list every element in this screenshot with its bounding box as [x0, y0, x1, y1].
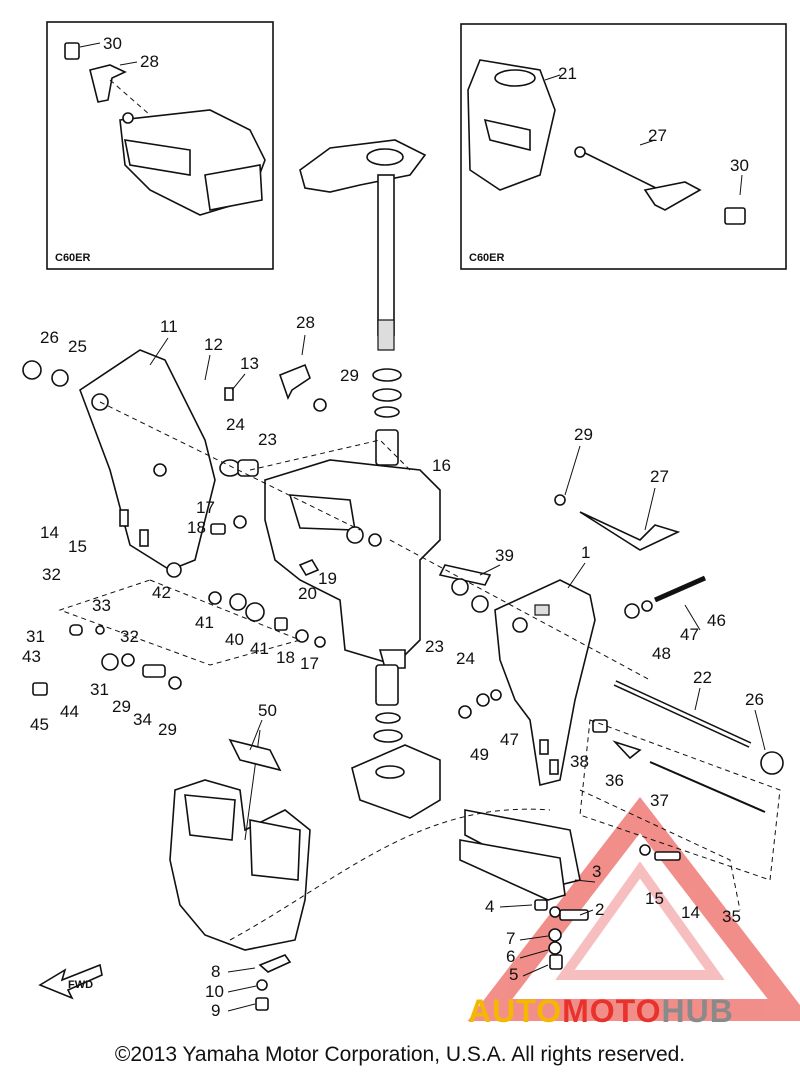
- callout-46: 46: [707, 611, 726, 630]
- clamp-bracket-left: [79, 349, 216, 571]
- fwd-arrow-icon: [38, 963, 103, 1000]
- callout-36: 36: [605, 771, 624, 790]
- callout-35: 35: [722, 907, 741, 926]
- callout-31b: 31: [90, 680, 109, 699]
- callout-26b: 26: [745, 690, 764, 709]
- callout-17b: 17: [300, 654, 319, 673]
- callout-5: 5: [509, 965, 518, 984]
- inset-tag-2: C60ER: [469, 252, 505, 264]
- callout-37: 37: [650, 791, 669, 810]
- callout-47b: 47: [500, 730, 519, 749]
- callout-11: 11: [160, 317, 178, 336]
- steering-shaft: [299, 139, 427, 498]
- callout-14b: 14: [681, 903, 700, 922]
- inset-right: [460, 23, 787, 270]
- callout-31: 31: [26, 627, 45, 646]
- watermark-brand: AUTOMOTOHUB: [468, 993, 734, 1030]
- leader-lines: [149, 334, 766, 1012]
- callout-49: 49: [470, 745, 489, 764]
- callout-24b: 24: [456, 649, 475, 668]
- callout-28: 28: [140, 52, 159, 71]
- callout-14: 14: [40, 523, 59, 542]
- callout-22: 22: [693, 668, 712, 687]
- callout-39: 39: [495, 546, 514, 565]
- callout-47: 47: [680, 625, 699, 644]
- callout-38: 38: [570, 752, 589, 771]
- callout-40: 40: [225, 630, 244, 649]
- fwd-label: FWD: [68, 979, 93, 991]
- callout-12: 12: [204, 335, 223, 354]
- callout-9: 9: [211, 1001, 220, 1020]
- callout-2: 2: [595, 900, 604, 919]
- clamp-bracket-right: [494, 579, 596, 786]
- brand-auto: AUTO: [468, 993, 563, 1029]
- lower-yoke: [351, 664, 441, 819]
- callout-10: 10: [205, 982, 224, 1001]
- inset-tag: C60ER: [55, 252, 91, 264]
- callout-27: 27: [648, 126, 667, 145]
- callout-20: 20: [298, 584, 317, 603]
- power-tilt-unit: [169, 729, 311, 951]
- copyright-notice: ©2013 Yamaha Motor Corporation, U.S.A. A…: [114, 1043, 686, 1066]
- brand-hub: HUB: [661, 993, 734, 1029]
- callout-43: 43: [22, 647, 41, 666]
- callout-28b: 28: [296, 313, 315, 332]
- callout-13: 13: [240, 354, 259, 373]
- swivel-bracket: [264, 459, 441, 669]
- callout-48: 48: [652, 644, 671, 663]
- callout-30: 30: [103, 34, 122, 53]
- callout-3: 3: [592, 862, 601, 881]
- callout-30b: 30: [730, 156, 749, 175]
- callout-33: 33: [92, 596, 111, 615]
- callout-29d: 29: [158, 720, 177, 739]
- callout-1: 1: [581, 543, 590, 562]
- small-parts: [32, 363, 766, 1011]
- callout-7: 7: [506, 929, 515, 948]
- callout-23b: 23: [425, 637, 444, 656]
- callout-29c: 29: [112, 697, 131, 716]
- callout-50: 50: [258, 701, 277, 720]
- callout-21: 21: [558, 64, 577, 83]
- callout-23: 23: [258, 430, 277, 449]
- callout-18: 18: [187, 518, 206, 537]
- inset-left: [46, 21, 274, 270]
- callout-29b: 29: [574, 425, 593, 444]
- callout-42: 42: [152, 583, 171, 602]
- callout-6: 6: [506, 947, 515, 966]
- callout-32b: 32: [120, 627, 139, 646]
- callout-15: 15: [68, 537, 87, 556]
- callout-41b: 41: [250, 639, 269, 658]
- callout-4: 4: [485, 897, 494, 916]
- callout-44: 44: [60, 702, 79, 721]
- callout-15b: 15: [645, 889, 664, 908]
- callout-24: 24: [226, 415, 245, 434]
- callout-45: 45: [30, 715, 49, 734]
- callout-34: 34: [133, 710, 152, 729]
- callout-27b: 27: [650, 467, 669, 486]
- callout-29: 29: [340, 366, 359, 385]
- callout-25: 25: [68, 337, 87, 356]
- callout-32: 32: [42, 565, 61, 584]
- callout-18b: 18: [276, 648, 295, 667]
- brand-moto: MOTO: [562, 993, 662, 1029]
- callout-16: 16: [432, 456, 451, 475]
- callout-17: 17: [196, 498, 215, 517]
- callout-19: 19: [318, 569, 337, 588]
- callout-26: 26: [40, 328, 59, 347]
- callout-41: 41: [195, 613, 214, 632]
- callout-8: 8: [211, 962, 220, 981]
